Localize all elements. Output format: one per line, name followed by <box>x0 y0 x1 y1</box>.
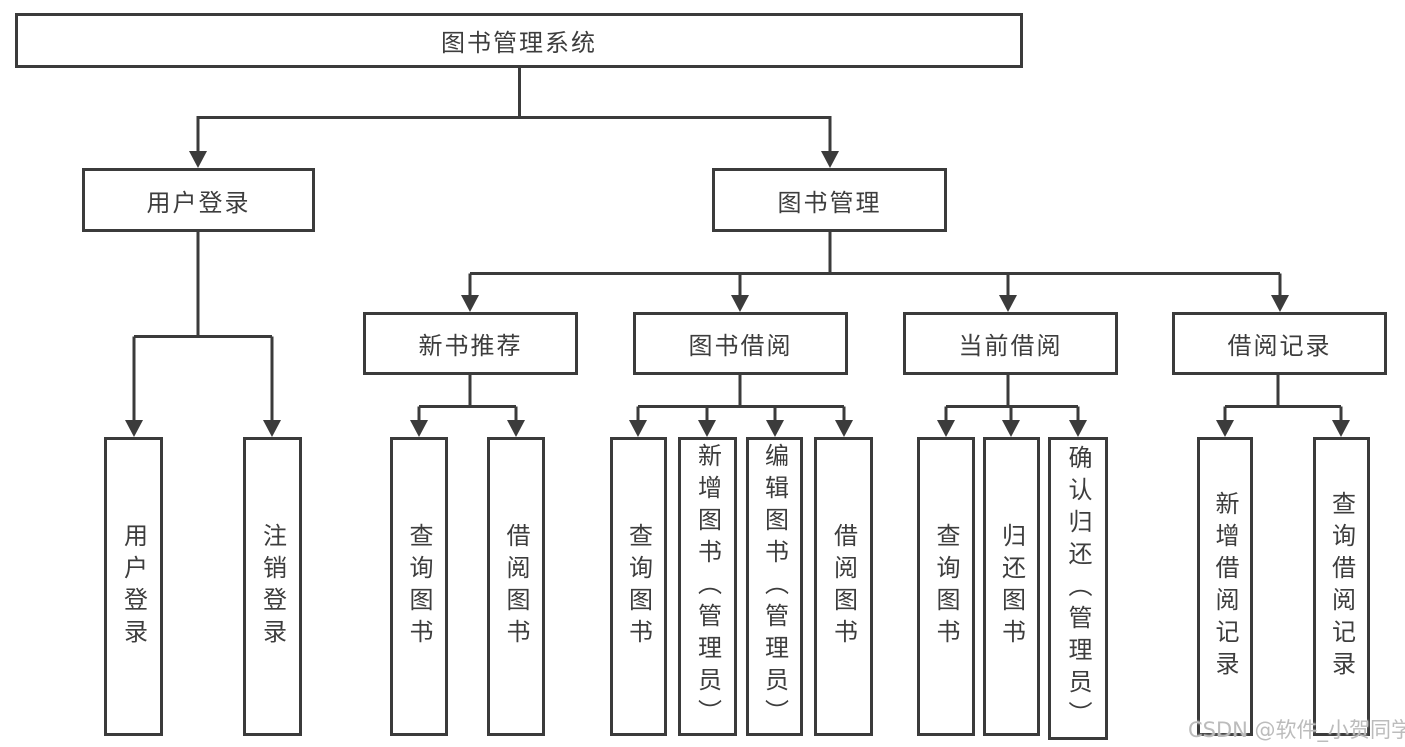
leaf-query-book-3: 查询图书 <box>917 437 975 736</box>
leaf-borrow-book-2: 借阅图书 <box>814 437 873 736</box>
node-label: 新增借阅记录 <box>1211 490 1239 683</box>
leaf-return-book: 归还图书 <box>983 437 1040 736</box>
leaf-confirm-return-admin: 确认归还（管理员） <box>1048 437 1108 740</box>
node-label: 当前借阅 <box>958 332 1063 360</box>
node-label: 用户登录 <box>119 522 148 651</box>
leaf-add-borrow-record: 新增借阅记录 <box>1197 437 1253 736</box>
node-label: 编辑图书（管理员） <box>760 442 789 731</box>
node-label: 注销登录 <box>258 522 287 651</box>
node-label: 借阅图书 <box>829 522 858 651</box>
node-label: 借阅图书 <box>502 522 530 651</box>
node-new-book-recommend: 新书推荐 <box>363 312 578 375</box>
leaf-logout: 注销登录 <box>243 437 302 736</box>
leaf-add-book-admin: 新增图书（管理员） <box>678 437 737 736</box>
node-label: 借阅记录 <box>1227 332 1332 360</box>
leaf-borrow-book-1: 借阅图书 <box>487 437 545 736</box>
node-label: 查询图书 <box>624 522 653 651</box>
node-borrow-record: 借阅记录 <box>1172 312 1387 375</box>
node-book-borrow: 图书借阅 <box>633 312 848 375</box>
node-label: 新增图书（管理员） <box>693 442 722 731</box>
csdn-watermark: CSDN @软件_小贺同学 <box>1188 718 1405 742</box>
leaf-edit-book-admin: 编辑图书（管理员） <box>746 437 803 736</box>
node-label: 确认归还（管理员） <box>1064 444 1092 733</box>
node-label: 图书管理 <box>777 188 882 217</box>
leaf-query-book-2: 查询图书 <box>610 437 667 736</box>
node-label: 归还图书 <box>997 522 1026 651</box>
arrowhead-icons <box>125 151 1350 437</box>
leaf-user-login: 用户登录 <box>104 437 163 736</box>
node-label: 图书借阅 <box>688 332 793 360</box>
node-current-borrow: 当前借阅 <box>903 312 1118 375</box>
node-root-system: 图书管理系统 <box>15 13 1023 68</box>
leaf-query-book-1: 查询图书 <box>390 437 448 736</box>
node-label: 查询图书 <box>932 522 960 651</box>
node-label: 查询借阅记录 <box>1327 490 1356 683</box>
node-label: 新书推荐 <box>418 332 523 360</box>
node-label: 用户登录 <box>146 188 251 217</box>
leaf-query-borrow-record: 查询借阅记录 <box>1313 437 1370 736</box>
node-user-login: 用户登录 <box>82 168 315 232</box>
node-label: 查询图书 <box>405 522 433 651</box>
node-book-management: 图书管理 <box>712 168 947 232</box>
node-label: 图书管理系统 <box>441 29 597 57</box>
